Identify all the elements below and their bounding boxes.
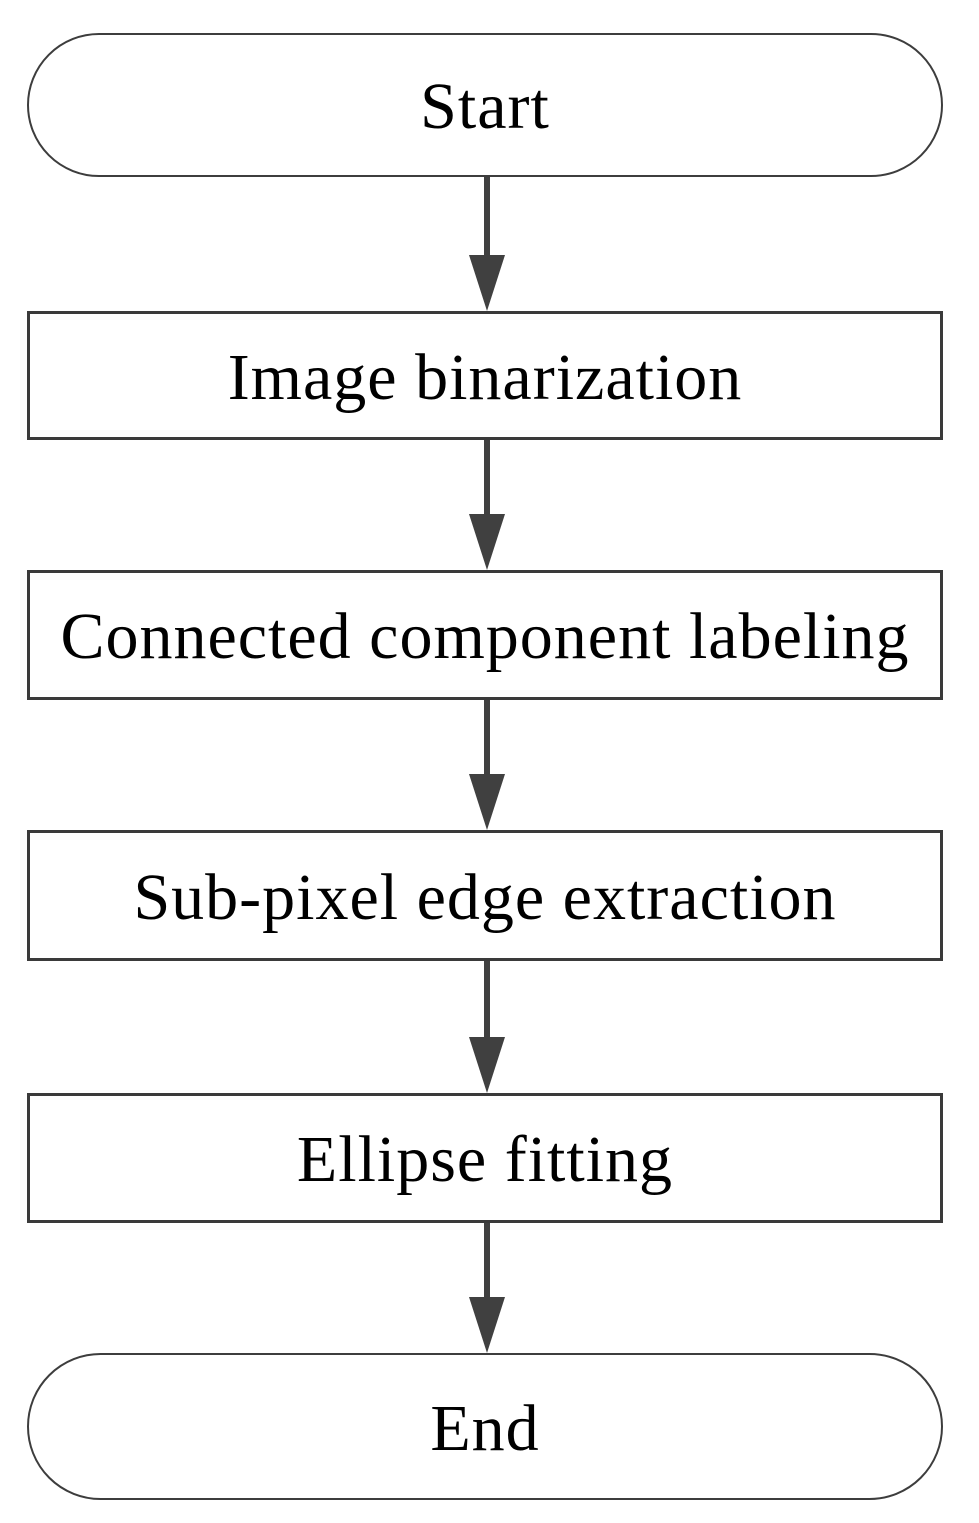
arrow-shaft xyxy=(483,440,490,514)
arrow-down-icon xyxy=(468,1223,505,1353)
arrow-head xyxy=(468,255,505,311)
flow-node-sub-pixel-edge-extraction: Sub-pixel edge extraction xyxy=(27,830,943,961)
flow-node-image-binarization: Image binarization xyxy=(27,311,943,440)
arrow-down-icon xyxy=(468,961,505,1093)
flow-node-connected-component-labeling: Connected component labeling xyxy=(27,570,943,700)
flow-node-end-label: End xyxy=(430,1391,540,1465)
flow-node-ellipse-fitting-label: Ellipse fitting xyxy=(296,1123,674,1196)
arrow-head xyxy=(468,514,505,570)
arrow-shaft xyxy=(483,700,490,774)
arrow-down-icon xyxy=(468,700,505,830)
flow-node-ellipse-fitting: Ellipse fitting xyxy=(27,1093,943,1223)
arrow-shaft xyxy=(483,177,490,255)
arrow-down-icon xyxy=(468,177,505,311)
arrow-shaft xyxy=(483,1223,490,1297)
flow-node-start: Start xyxy=(27,33,943,177)
arrow-shaft xyxy=(483,961,490,1037)
flow-node-sub-pixel-edge-extraction-label: Sub-pixel edge extraction xyxy=(133,860,837,934)
arrow-down-icon xyxy=(468,440,505,570)
arrow-head xyxy=(468,774,505,830)
flow-node-image-binarization-label: Image binarization xyxy=(227,340,743,414)
flow-node-end: End xyxy=(27,1353,943,1500)
flow-node-start-label: Start xyxy=(420,70,550,143)
arrow-head xyxy=(468,1037,505,1093)
arrow-head xyxy=(468,1297,505,1353)
flow-node-connected-component-labeling-label: Connected component labeling xyxy=(60,600,910,673)
